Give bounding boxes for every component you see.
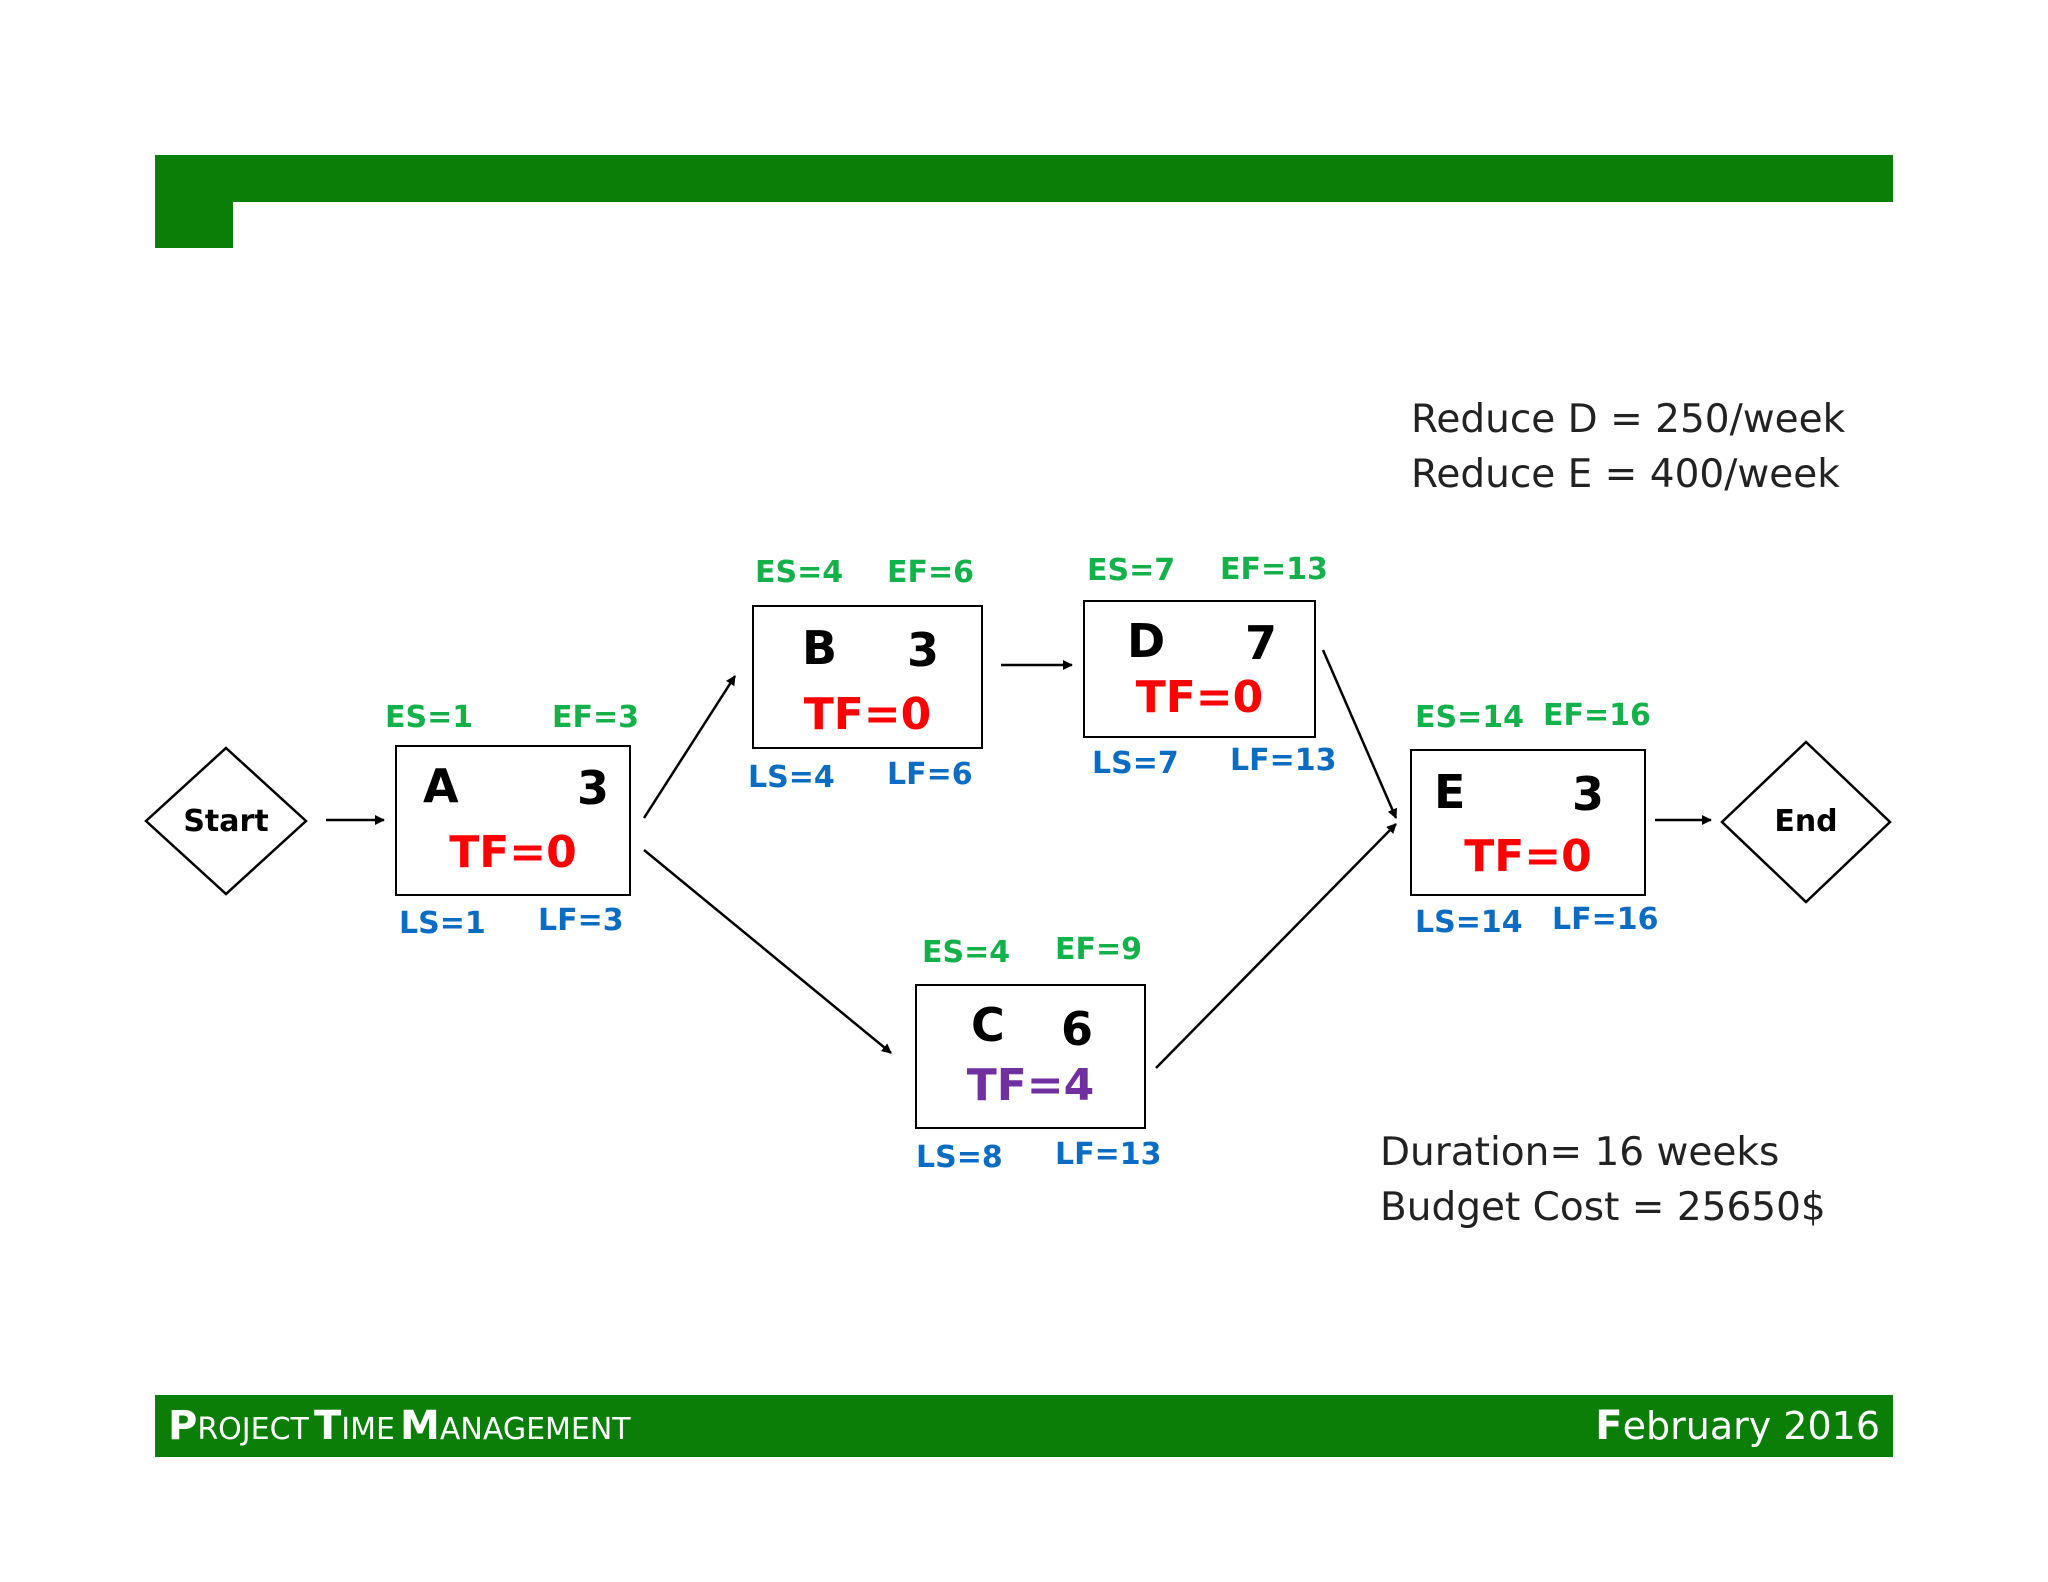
footer-title: PROJECT TIME MANAGEMENT xyxy=(168,1403,631,1449)
node-a-lf: LF=3 xyxy=(538,903,624,938)
footer-bar xyxy=(155,1395,1893,1457)
node-e-ef: EF=16 xyxy=(1543,698,1651,733)
node-a-ls: LS=1 xyxy=(399,906,486,941)
budget-note: Budget Cost = 25650$ xyxy=(1380,1185,1826,1230)
footer-date: February 2016 xyxy=(1595,1403,1880,1449)
arrow-a-b xyxy=(642,675,737,819)
node-d-lf: LF=13 xyxy=(1230,743,1337,778)
end-label: End xyxy=(1774,804,1838,839)
node-a-name: A xyxy=(423,759,459,813)
node-d-tf: TF=0 xyxy=(1135,672,1264,723)
node-b-ef: EF=6 xyxy=(887,555,974,590)
reduce-d-note: Reduce D = 250/week xyxy=(1411,397,1846,442)
header-bar-tab xyxy=(155,155,233,248)
node-e-ls: LS=14 xyxy=(1415,905,1523,940)
node-c-tf: TF=4 xyxy=(966,1060,1095,1111)
node-e-duration: 3 xyxy=(1572,767,1605,821)
node-c-ef: EF=9 xyxy=(1055,932,1142,967)
node-b-es: ES=4 xyxy=(755,555,844,590)
node-e-es: ES=14 xyxy=(1415,700,1524,735)
node-e-name: E xyxy=(1434,765,1466,819)
start-diamond xyxy=(144,746,308,896)
node-c-es: ES=4 xyxy=(922,935,1011,970)
end-diamond xyxy=(1720,740,1892,904)
reduce-e-note: Reduce E = 400/week xyxy=(1411,452,1840,497)
node-c-duration: 6 xyxy=(1061,1002,1094,1056)
arrow-d-e xyxy=(1321,649,1398,819)
node-a-es: ES=1 xyxy=(385,700,474,735)
node-a-tf: TF=0 xyxy=(449,827,577,878)
node-c-name: C xyxy=(971,998,1005,1052)
node-e-lf: LF=16 xyxy=(1552,902,1659,937)
activity-node-e: E 3 TF=0 xyxy=(1410,749,1646,896)
start-label: Start xyxy=(183,804,269,839)
activity-node-a: A 3 TF=0 xyxy=(395,745,631,896)
header-bar xyxy=(155,155,1893,202)
node-b-duration: 3 xyxy=(907,623,940,677)
node-d-name: D xyxy=(1127,614,1166,668)
node-a-ef: EF=3 xyxy=(552,700,639,735)
arrow-a-c xyxy=(643,849,892,1054)
node-d-ls: LS=7 xyxy=(1092,746,1179,781)
node-a-duration: 3 xyxy=(577,761,610,815)
node-d-es: ES=7 xyxy=(1087,553,1176,588)
node-c-ls: LS=8 xyxy=(916,1140,1003,1175)
activity-node-b: B 3 TF=0 xyxy=(752,605,983,749)
node-c-lf: LF=13 xyxy=(1055,1137,1162,1172)
node-b-name: B xyxy=(802,621,838,675)
arrow-c-e xyxy=(1155,823,1397,1069)
duration-note: Duration= 16 weeks xyxy=(1380,1130,1780,1175)
node-e-tf: TF=0 xyxy=(1464,831,1592,882)
node-b-lf: LF=6 xyxy=(887,757,973,792)
activity-node-c: C 6 TF=4 xyxy=(915,984,1146,1129)
node-b-tf: TF=0 xyxy=(803,689,932,740)
node-b-ls: LS=4 xyxy=(748,760,835,795)
node-d-ef: EF=13 xyxy=(1220,552,1328,587)
activity-node-d: D 7 TF=0 xyxy=(1083,600,1316,738)
node-d-duration: 7 xyxy=(1245,616,1278,670)
